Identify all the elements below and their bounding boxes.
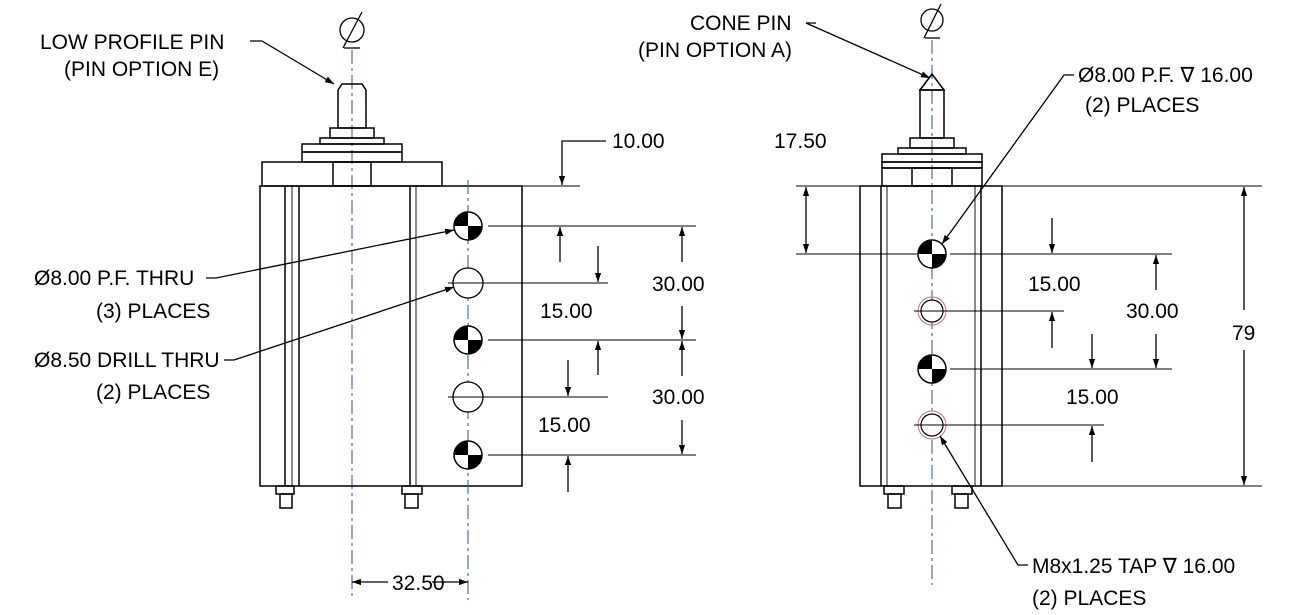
left-pf-hole bbox=[453, 325, 483, 355]
right-body bbox=[859, 167, 1003, 509]
left-dim-30-lower-value: 30.00 bbox=[652, 386, 705, 409]
right-tap-hole bbox=[914, 410, 950, 440]
right-view: CONE PIN (PIN OPTION A) Ø8.00 P.F. ∇ 16.… bbox=[638, 3, 1262, 610]
right-centerline-symbol bbox=[920, 3, 944, 39]
left-dim-15-lower bbox=[564, 341, 602, 492]
right-dim-overall-value: 79 bbox=[1232, 322, 1255, 345]
left-pf-hole bbox=[453, 211, 483, 241]
right-pf-hole bbox=[917, 239, 947, 269]
right-pin-leader bbox=[805, 22, 931, 79]
left-centerline-symbol bbox=[339, 11, 365, 49]
left-drill-places: (2) PLACES bbox=[96, 381, 210, 404]
left-drill-hole bbox=[448, 381, 488, 413]
right-pf-places: (2) PLACES bbox=[1085, 94, 1199, 117]
left-dim-15-upper bbox=[556, 227, 602, 282]
right-tap-leader bbox=[939, 435, 1028, 566]
right-pf-leader bbox=[941, 74, 1074, 245]
right-pf-hole bbox=[917, 354, 947, 384]
left-dim-30-upper-value: 30.00 bbox=[652, 273, 705, 296]
left-dim-15-lower-value: 15.00 bbox=[538, 414, 591, 437]
right-dim-15-lower-value: 15.00 bbox=[1066, 386, 1119, 409]
left-pin-option: (PIN OPTION E) bbox=[64, 58, 219, 81]
left-pf-hole bbox=[453, 440, 483, 470]
right-pf-label: Ø8.00 P.F. ∇ 16.00 bbox=[1078, 64, 1253, 87]
right-tap-hole bbox=[914, 296, 950, 326]
right-dim-30-value: 30.00 bbox=[1126, 300, 1179, 323]
right-pin-option: (PIN OPTION A) bbox=[638, 39, 792, 62]
left-pf-places: (3) PLACES bbox=[96, 300, 210, 323]
right-dim-top-value: 17.50 bbox=[774, 130, 827, 153]
left-dim-bottom-value: 32.50 bbox=[392, 572, 445, 595]
right-tap-label: M8x1.25 TAP ∇ 16.00 bbox=[1032, 555, 1235, 578]
right-extension-lines bbox=[796, 185, 1262, 487]
left-dim-top-value: 10.00 bbox=[612, 130, 665, 153]
left-drill-leader bbox=[224, 286, 455, 361]
left-drill-hole bbox=[448, 267, 488, 299]
right-dim-15-upper-value: 15.00 bbox=[1028, 273, 1081, 296]
left-pf-leader bbox=[206, 228, 455, 279]
left-body bbox=[259, 161, 523, 509]
left-dim-top bbox=[520, 140, 606, 187]
left-pin-leader bbox=[250, 40, 335, 85]
left-pin-label: LOW PROFILE PIN bbox=[40, 31, 224, 54]
left-view: LOW PROFILE PIN (PIN OPTION E) 10.00 30.… bbox=[34, 11, 705, 600]
right-tap-places: (2) PLACES bbox=[1032, 587, 1146, 610]
left-extension-lines bbox=[488, 225, 696, 456]
left-pf-label: Ø8.00 P.F. THRU bbox=[34, 267, 194, 290]
left-drill-label: Ø8.50 DRILL THRU bbox=[34, 349, 220, 372]
right-pin-label: CONE PIN bbox=[690, 12, 792, 35]
left-dim-15-upper-value: 15.00 bbox=[540, 300, 593, 323]
